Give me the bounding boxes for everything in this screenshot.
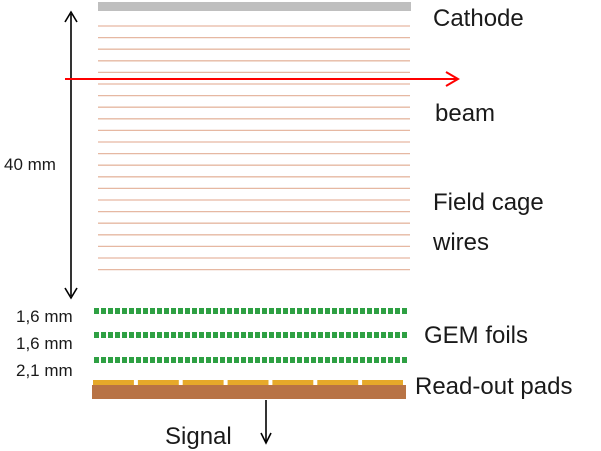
readout-pad (272, 380, 314, 385)
gem-foils-label: GEM foils (424, 322, 529, 349)
gem-foils (94, 308, 408, 363)
gap-label-2: 1,6 mm (16, 334, 73, 353)
drift-length-label: 40 mm (4, 155, 56, 174)
signal-arrow (260, 400, 272, 445)
cathode-plate (98, 2, 411, 11)
field-cage-wires (98, 25, 410, 271)
beam-arrow (65, 71, 460, 87)
readout-pad (317, 380, 359, 385)
gap-label-3: 2,1 mm (16, 361, 73, 380)
readout-pads-label: Read-out pads (415, 373, 573, 400)
readout-board (92, 385, 406, 399)
beam-label: beam (435, 100, 496, 127)
readout-pad (93, 380, 134, 385)
readout-pad (182, 380, 224, 385)
cathode-label: Cathode (433, 5, 524, 32)
readout-pad (137, 380, 179, 385)
readout-pad (227, 380, 269, 385)
readout-pads (93, 380, 403, 385)
readout-pad (362, 380, 403, 385)
signal-label: Signal (165, 423, 232, 450)
drift-length-arrow (64, 10, 78, 300)
field-cage-label-line1: Field cage (433, 189, 544, 216)
gap-label-1: 1,6 mm (16, 307, 73, 326)
field-cage-label-line2: wires (433, 229, 490, 256)
